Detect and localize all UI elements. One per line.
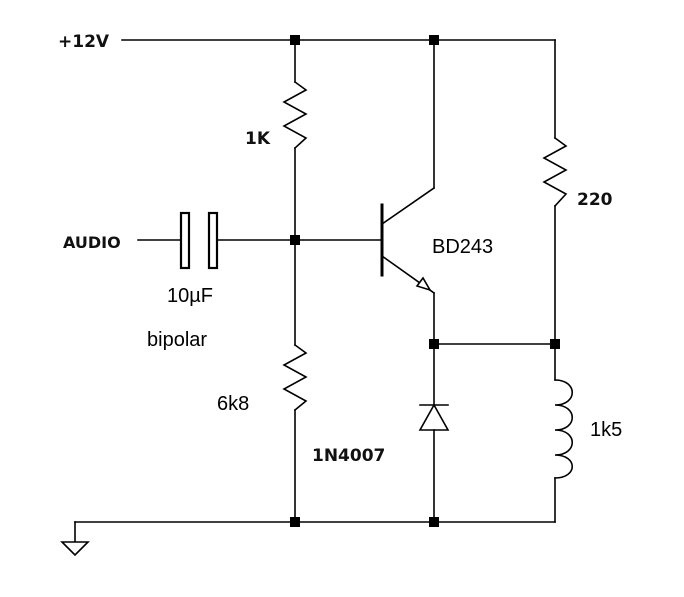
junction-dot — [429, 35, 439, 45]
junction-dot — [290, 517, 300, 527]
resistor-1k — [282, 80, 308, 150]
input-label: AUDIO — [63, 233, 121, 252]
supply-label: +12V — [58, 32, 110, 52]
resistor-6k8-label: 6k8 — [217, 393, 249, 415]
diode-1n4007 — [418, 403, 450, 431]
capacitor-plate-left — [179, 211, 191, 270]
junction-dot — [429, 339, 439, 349]
resistor-220-label: 220 — [577, 190, 613, 210]
inductor-label: 1k5 — [590, 419, 622, 441]
transistor-label: BD243 — [432, 236, 493, 258]
capacitor-value-label: 10µF — [167, 285, 213, 307]
inductor-coil — [554, 379, 573, 479]
junction-dot — [290, 235, 300, 245]
junction-dot — [290, 35, 300, 45]
resistor-1k-label: 1K — [245, 129, 271, 149]
transistor-bd243 — [380, 186, 436, 295]
ground-symbol — [60, 521, 90, 557]
resistor-220 — [542, 136, 568, 208]
capacitor-plate-right — [207, 211, 219, 270]
junction-dot — [429, 517, 439, 527]
junction-dot — [550, 339, 560, 349]
diode-label: 1N4007 — [312, 446, 385, 466]
capacitor-type-label: bipolar — [147, 329, 207, 351]
resistor-6k8 — [282, 343, 308, 412]
